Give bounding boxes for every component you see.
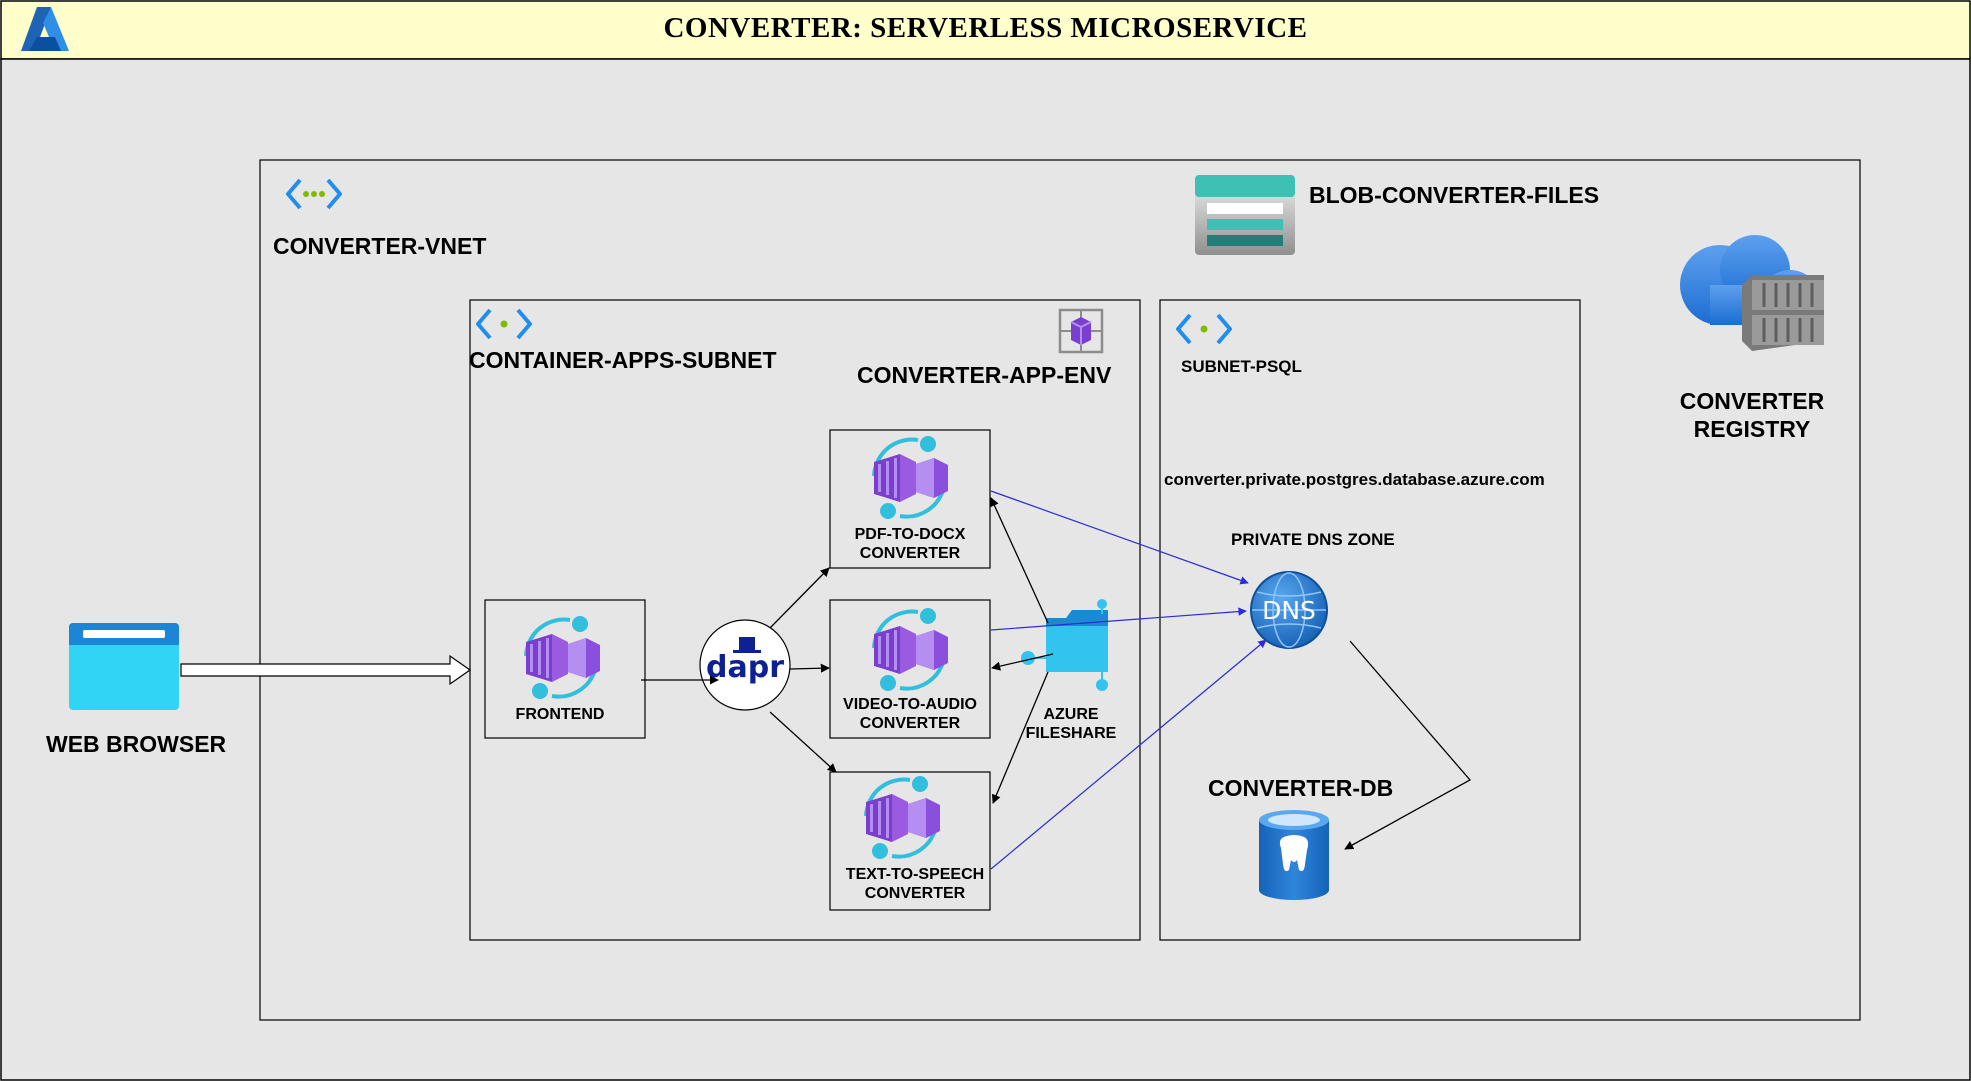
edge-dns-db bbox=[1344, 640, 1472, 850]
frontend-box bbox=[484, 599, 646, 739]
db-label: CONVERTER-DB bbox=[1208, 775, 1394, 801]
edge-video-dns bbox=[990, 607, 1247, 631]
vnet-boundary bbox=[259, 159, 1861, 1021]
virtual-network-icon bbox=[1176, 313, 1232, 345]
edge-fileshare-pdf bbox=[990, 497, 1049, 624]
edge-fileshare-tts bbox=[991, 671, 1049, 804]
file-share-icon bbox=[1021, 599, 1108, 691]
registry-label: CONVERTER REGISTRY bbox=[1679, 388, 1825, 442]
storage-account-icon bbox=[1195, 175, 1295, 255]
edge-dapr-tts bbox=[769, 711, 837, 773]
dns-host-label: converter.private.postgres.database.azur… bbox=[1164, 470, 1545, 489]
pdf-converter-box bbox=[829, 429, 991, 569]
virtual-network-icon bbox=[476, 308, 532, 340]
virtual-network-icon bbox=[286, 178, 342, 210]
postgresql-database-icon bbox=[1259, 810, 1329, 900]
canvas-background bbox=[0, 58, 1971, 1081]
subnet-psql-label: SUBNET-PSQL bbox=[1181, 357, 1302, 376]
blob-label: BLOB-CONVERTER-FILES bbox=[1309, 182, 1600, 208]
browser-to-subnet-arrow bbox=[180, 654, 472, 686]
frontend-label: FRONTEND bbox=[515, 706, 605, 723]
tts-converter-label: TEXT-TO-SPEECH CONVERTER bbox=[845, 866, 985, 903]
web-browser-label: WEB BROWSER bbox=[46, 731, 227, 757]
container-subnet-label: CONTAINER-APPS-SUBNET bbox=[469, 347, 777, 373]
dns-lookup-lines bbox=[990, 490, 1267, 870]
vnet-label: CONVERTER-VNET bbox=[273, 233, 487, 259]
container-apps-subnet-boundary bbox=[469, 299, 1141, 941]
edge-dapr-video bbox=[789, 663, 830, 673]
video-converter-box bbox=[829, 599, 991, 739]
edge-dapr-pdf bbox=[769, 567, 830, 629]
edge-pdf-dns bbox=[990, 490, 1249, 585]
subnet-psql-boundary bbox=[1159, 299, 1581, 941]
dns-zone-icon: DNS bbox=[1250, 571, 1328, 649]
connector-lines bbox=[641, 497, 1472, 850]
container-apps-environment-icon bbox=[1058, 308, 1104, 354]
container-registry-icon bbox=[1680, 235, 1824, 351]
azure-logo-icon bbox=[21, 7, 69, 51]
dns-icon-text: DNS bbox=[1262, 596, 1316, 625]
edge-tts-dns bbox=[990, 639, 1267, 870]
fileshare-label: AZURE FILESHARE bbox=[1025, 706, 1117, 743]
tts-converter-box bbox=[829, 771, 991, 911]
dapr-logo-icon: dapr bbox=[699, 619, 791, 711]
video-converter-label: VIDEO-TO-AUDIO CONVERTER bbox=[843, 696, 977, 733]
page-title: CONVERTER: SERVERLESS MICROSERVICE bbox=[663, 12, 1308, 44]
app-env-label: CONVERTER-APP-ENV bbox=[857, 362, 1112, 388]
browser-window-icon bbox=[69, 623, 179, 710]
edge-fileshare-video bbox=[991, 653, 1054, 671]
header-bar bbox=[0, 0, 1971, 60]
dns-zone-label: PRIVATE DNS ZONE bbox=[1231, 530, 1395, 549]
pdf-converter-label: PDF-TO-DOCX CONVERTER bbox=[854, 526, 966, 563]
dapr-logo-text: dapr bbox=[706, 650, 784, 685]
